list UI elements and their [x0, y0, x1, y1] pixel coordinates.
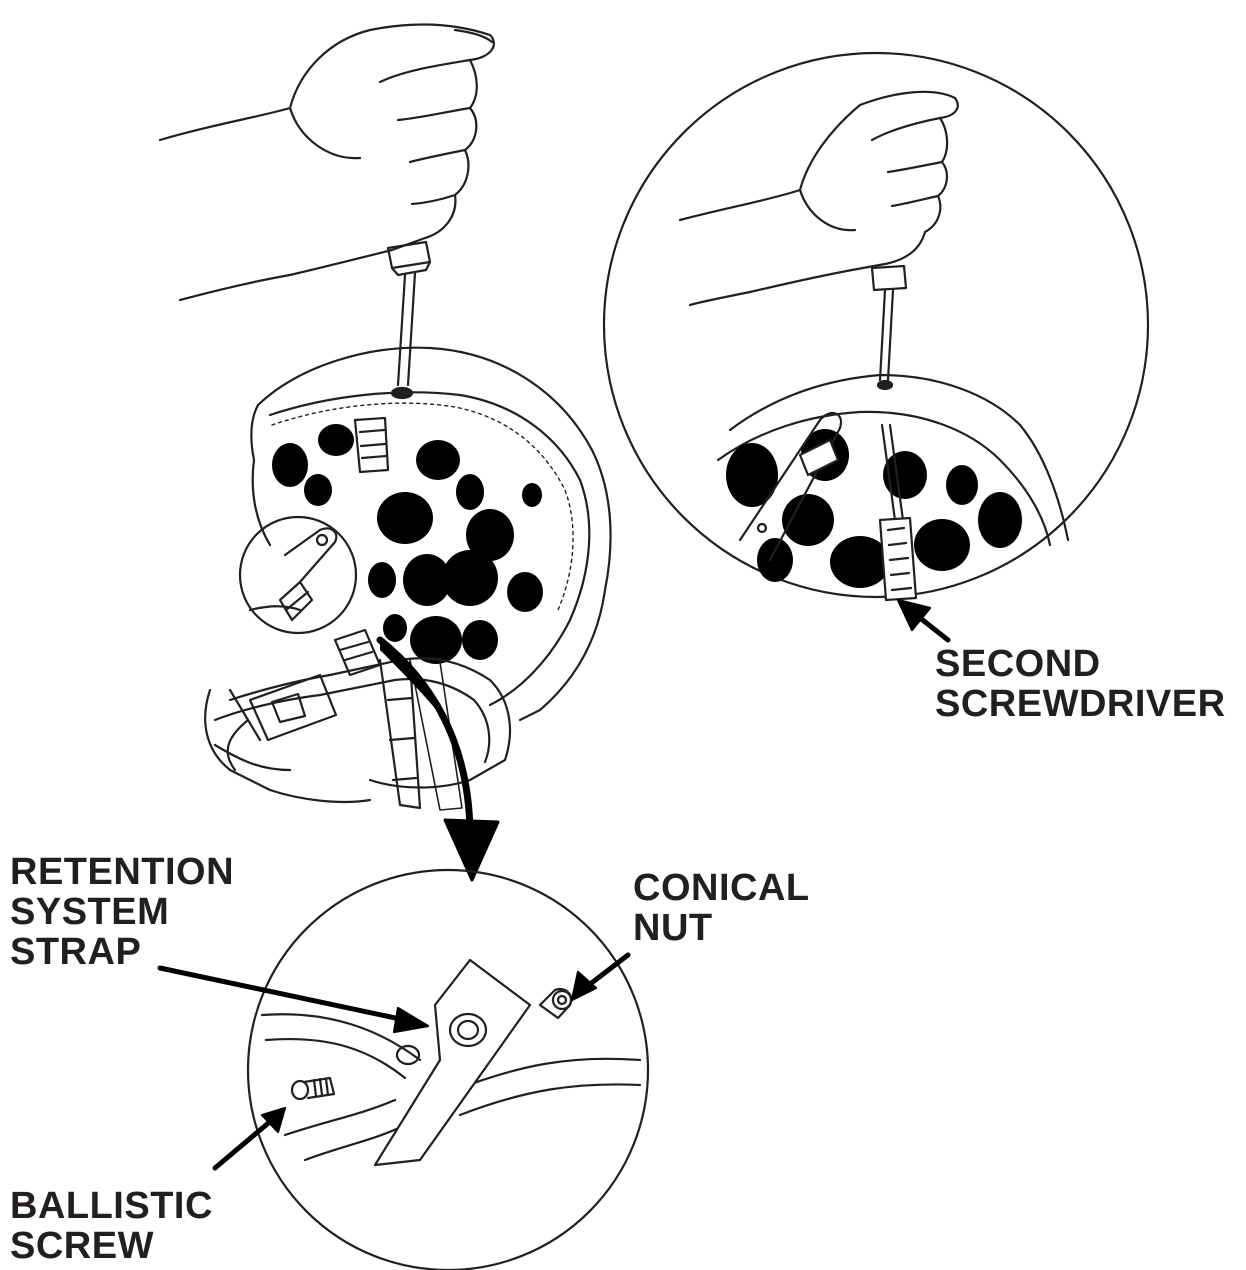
retention-line-3: STRAP	[10, 932, 234, 972]
curved-arrow-down-icon	[380, 640, 498, 880]
second-screwdriver-line-2: SCREWDRIVER	[935, 684, 1226, 724]
main-helmet-icon	[205, 348, 610, 810]
right-helmet-pads	[726, 429, 1022, 588]
second-screwdriver-label: SECOND SCREWDRIVER	[935, 644, 1226, 724]
second-screwdriver-line-1: SECOND	[935, 644, 1226, 684]
conical-nut-line-2: NUT	[633, 908, 810, 948]
right-detail-circle	[604, 53, 1148, 640]
retention-line-2: SYSTEM	[10, 892, 234, 932]
conical-nut-line-1: CONICAL	[633, 868, 810, 908]
ballistic-screw-label: BALLISTIC SCREW	[10, 1186, 213, 1266]
retention-line-1: RETENTION	[10, 852, 234, 892]
ballistic-screw-line-1: BALLISTIC	[10, 1186, 213, 1226]
conical-nut-label: CONICAL NUT	[633, 868, 810, 948]
main-helmet-pads	[272, 424, 543, 664]
main-hand-icon	[160, 25, 494, 300]
main-screwdriver-icon	[388, 242, 430, 385]
retention-system-strap-label: RETENTION SYSTEM STRAP	[10, 852, 234, 972]
ballistic-screw-line-2: SCREW	[10, 1226, 213, 1266]
